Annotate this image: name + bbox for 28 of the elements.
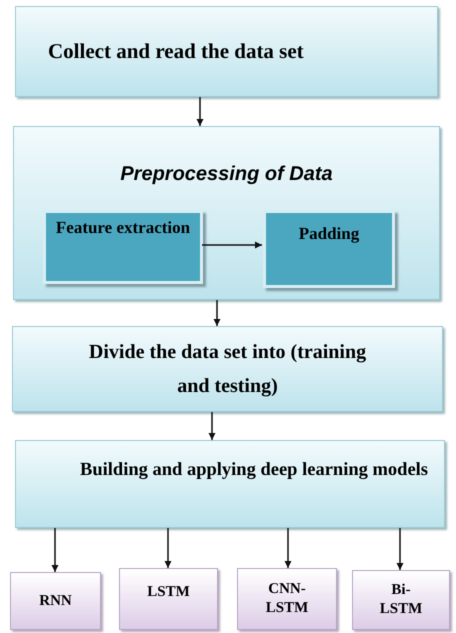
arrow xyxy=(164,528,172,568)
model-box xyxy=(10,572,101,630)
node-text: Feature extraction xyxy=(56,217,190,239)
node-text: Building and applying deep learning models xyxy=(80,459,428,482)
arrow xyxy=(396,528,404,570)
arrow xyxy=(284,528,292,568)
arrow xyxy=(196,97,204,126)
process-box xyxy=(15,6,438,97)
arrow xyxy=(202,242,262,248)
arrow xyxy=(52,528,58,572)
node-text: Preprocessing of Data xyxy=(119,162,334,187)
arrow xyxy=(214,300,220,326)
node-text: Padding xyxy=(298,223,360,245)
process-box xyxy=(12,326,443,412)
model-box xyxy=(119,568,218,630)
node-text: LSTM xyxy=(147,583,190,602)
arrow xyxy=(208,412,216,440)
node-text: Bi-LSTM xyxy=(378,581,424,619)
node-text: RNN xyxy=(39,592,72,611)
process-box xyxy=(263,210,395,288)
group-box xyxy=(13,126,440,300)
node-text: CNN-LSTM xyxy=(264,580,310,618)
node-text: Collect and read the data set xyxy=(48,38,304,65)
node-text: Divide the data set into (training and testing) xyxy=(88,340,368,399)
process-box xyxy=(43,210,203,284)
process-box xyxy=(15,440,445,528)
model-box xyxy=(237,568,337,630)
model-box xyxy=(352,570,450,630)
